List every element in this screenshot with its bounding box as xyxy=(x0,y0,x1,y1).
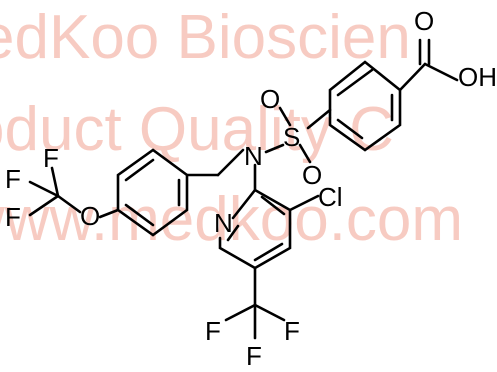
bond-s-n xyxy=(264,143,285,154)
atom-f-ocf3-2: F xyxy=(5,164,21,194)
bond-c-f2 xyxy=(28,180,60,198)
pyridine-double-2 xyxy=(253,242,284,262)
bond-cooh-ring xyxy=(398,62,427,92)
atom-n-amine: N xyxy=(244,141,263,171)
bond-s-o1 xyxy=(278,106,292,127)
atom-o-sulfonyl-2: O xyxy=(302,160,322,190)
bond-c-oh xyxy=(423,62,459,82)
atom-f-cf3-2: F xyxy=(284,316,300,346)
bond-o-c xyxy=(56,194,82,214)
bond-s-o2 xyxy=(298,143,312,164)
bond-c-cl xyxy=(288,194,320,212)
atom-o-ether: O xyxy=(80,201,100,231)
bond-c-f3 xyxy=(28,194,60,217)
bond-ring-s xyxy=(306,108,332,130)
atom-f-ocf3-3: F xyxy=(5,202,21,232)
bond-c-f1 xyxy=(50,166,60,198)
watermark: edKoo Bioscien oduct Quality C www.medko… xyxy=(0,3,463,254)
benzene-left-double-2 xyxy=(124,203,155,227)
benzene-top-double-1 xyxy=(336,68,374,97)
atom-f-cf3-3: F xyxy=(246,341,262,371)
atom-n-pyridine: N xyxy=(214,208,233,238)
atom-o-carbonyl: O xyxy=(414,6,434,36)
atom-labels: O OH S O O N N Cl O F F F F F F xyxy=(5,6,497,371)
pyridine-ring xyxy=(218,188,292,270)
bond-n-ch2 xyxy=(216,148,245,177)
watermark-line-3: www.medkoo.com xyxy=(0,185,463,254)
bond-cf3-f1 xyxy=(224,303,257,322)
benzene-top-double-2 xyxy=(336,118,364,140)
watermark-line-1: edKoo Bioscien xyxy=(0,3,411,72)
benzene-top xyxy=(328,60,402,152)
atom-o-sulfonyl-1: O xyxy=(260,84,280,114)
atom-s: S xyxy=(283,122,300,152)
pyridine-double-1 xyxy=(260,195,286,216)
bonds xyxy=(28,38,459,340)
watermark-line-2: oduct Quality C xyxy=(0,95,394,164)
pyridine-double-3 xyxy=(226,224,240,242)
atom-cl: Cl xyxy=(318,182,343,212)
bond-ring-o xyxy=(98,208,120,219)
bond-cf3-f2 xyxy=(253,303,286,322)
atom-f-cf3-1: F xyxy=(205,316,221,346)
benzene-left-double-1 xyxy=(124,158,155,182)
atom-oh: OH xyxy=(458,62,497,92)
atom-f-ocf3-1: F xyxy=(43,143,59,173)
